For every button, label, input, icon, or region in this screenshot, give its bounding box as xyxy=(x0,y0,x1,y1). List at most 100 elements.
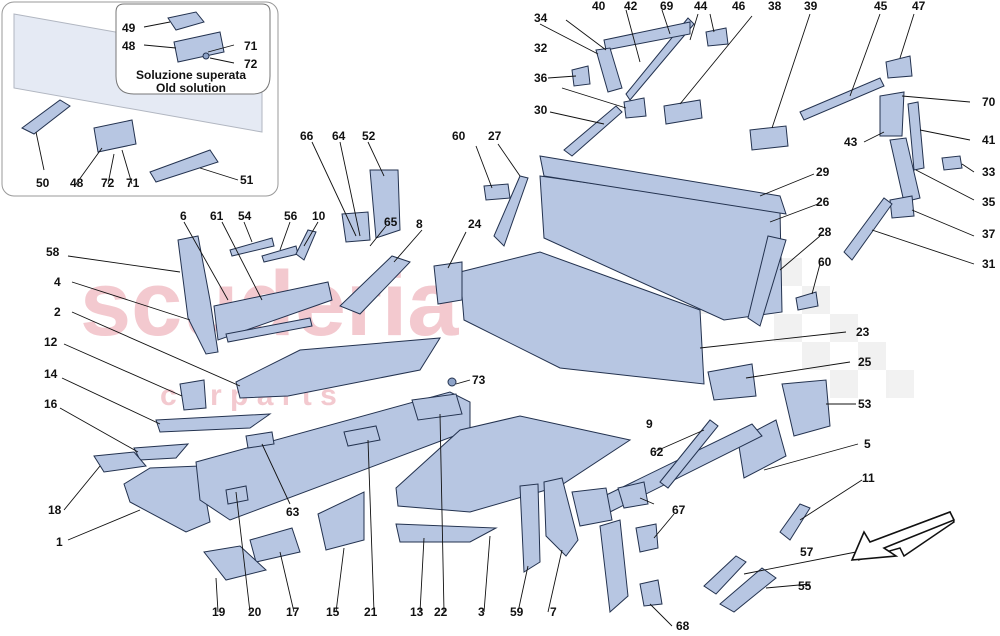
part-46 xyxy=(705,27,729,47)
label-13: 13 xyxy=(410,605,424,619)
part-17 xyxy=(249,527,301,563)
label-61: 61 xyxy=(210,209,224,223)
label-72: 72 xyxy=(101,176,115,190)
label-2: 2 xyxy=(54,305,61,319)
label-73: 73 xyxy=(472,373,486,387)
part-54 xyxy=(229,237,275,257)
part-73 xyxy=(447,377,457,387)
label-41: 41 xyxy=(982,133,996,147)
label-49: 49 xyxy=(122,21,136,35)
label-6: 6 xyxy=(180,209,187,223)
label-46: 46 xyxy=(732,0,746,13)
label-1: 1 xyxy=(56,535,63,549)
label-28: 28 xyxy=(818,225,832,239)
label-4: 4 xyxy=(54,275,61,289)
label-47: 47 xyxy=(912,0,926,13)
part-70 xyxy=(879,91,905,137)
label-39: 39 xyxy=(804,0,818,13)
part-12 xyxy=(179,379,207,411)
part-11 xyxy=(779,503,811,541)
parts xyxy=(93,17,963,614)
label-31: 31 xyxy=(982,257,996,271)
label-54: 54 xyxy=(238,209,252,223)
part-59 xyxy=(519,483,541,573)
part-62 xyxy=(617,481,649,509)
part-60-right xyxy=(795,291,819,311)
label-69: 69 xyxy=(660,0,674,13)
part-16 xyxy=(133,443,190,461)
part-48 xyxy=(93,119,137,153)
label-45: 45 xyxy=(874,0,888,13)
label-60-left: 60 xyxy=(452,129,466,143)
label-64: 64 xyxy=(332,129,346,143)
label-60-right: 60 xyxy=(818,255,832,269)
label-38: 38 xyxy=(768,0,782,13)
label-59: 59 xyxy=(510,605,524,619)
inset-text-line2: Old solution xyxy=(156,81,226,95)
part-23 xyxy=(459,251,705,385)
part-32 xyxy=(571,65,591,87)
part-2 xyxy=(235,337,441,399)
part-14 xyxy=(155,413,272,433)
part-57 xyxy=(703,555,747,595)
label-24: 24 xyxy=(468,217,482,231)
label-23: 23 xyxy=(856,325,870,339)
part-21 xyxy=(343,425,381,447)
part-53 xyxy=(781,379,831,437)
label-10: 10 xyxy=(312,209,326,223)
part-50 xyxy=(21,99,71,135)
label-5: 5 xyxy=(864,437,871,451)
label-29: 29 xyxy=(816,165,830,179)
part-34 xyxy=(595,47,623,93)
label-71-inset: 71 xyxy=(244,39,258,53)
part-52 xyxy=(369,169,401,239)
label-66: 66 xyxy=(300,129,314,143)
part-67 xyxy=(635,523,659,553)
label-63: 63 xyxy=(286,505,300,519)
label-20: 20 xyxy=(248,605,262,619)
part-7 xyxy=(543,477,579,557)
part-72-old xyxy=(202,52,210,60)
label-30: 30 xyxy=(534,103,548,117)
old-solution-inset: Soluzione superata Old solution xyxy=(1,1,279,197)
part-numbers: 49 48 71 72 50 48 72 71 51 66 64 52 65 8… xyxy=(36,0,996,633)
label-68: 68 xyxy=(676,619,690,633)
part-15 xyxy=(317,491,365,551)
label-70: 70 xyxy=(982,95,996,109)
part-30 xyxy=(563,105,623,157)
label-32: 32 xyxy=(534,41,548,55)
label-12: 12 xyxy=(44,335,58,349)
label-44: 44 xyxy=(694,0,708,13)
label-35: 35 xyxy=(982,195,996,209)
part-35 xyxy=(889,137,921,203)
part-38 xyxy=(663,99,703,125)
part-58 xyxy=(177,235,219,355)
label-34: 34 xyxy=(534,11,548,25)
label-27: 27 xyxy=(488,129,502,143)
leader-lines xyxy=(35,9,975,627)
label-40: 40 xyxy=(592,0,606,13)
label-48: 48 xyxy=(70,176,84,190)
part-49 xyxy=(167,11,205,31)
label-67: 67 xyxy=(672,503,686,517)
label-11: 11 xyxy=(862,471,875,485)
label-50: 50 xyxy=(36,176,50,190)
label-15: 15 xyxy=(326,605,340,619)
part-1 xyxy=(123,465,211,533)
label-9: 9 xyxy=(646,417,653,431)
label-7: 7 xyxy=(550,605,557,619)
part-47 xyxy=(885,55,913,79)
part-20 xyxy=(225,485,249,505)
label-3: 3 xyxy=(478,605,485,619)
label-17: 17 xyxy=(286,605,300,619)
part-33 xyxy=(941,155,963,171)
part-39 xyxy=(749,125,789,151)
label-18: 18 xyxy=(48,503,62,517)
label-14: 14 xyxy=(44,367,58,381)
part-42 xyxy=(603,21,691,51)
part-51 xyxy=(149,149,219,183)
part-25 xyxy=(707,363,757,401)
label-33: 33 xyxy=(982,165,996,179)
part-29 xyxy=(539,155,787,215)
